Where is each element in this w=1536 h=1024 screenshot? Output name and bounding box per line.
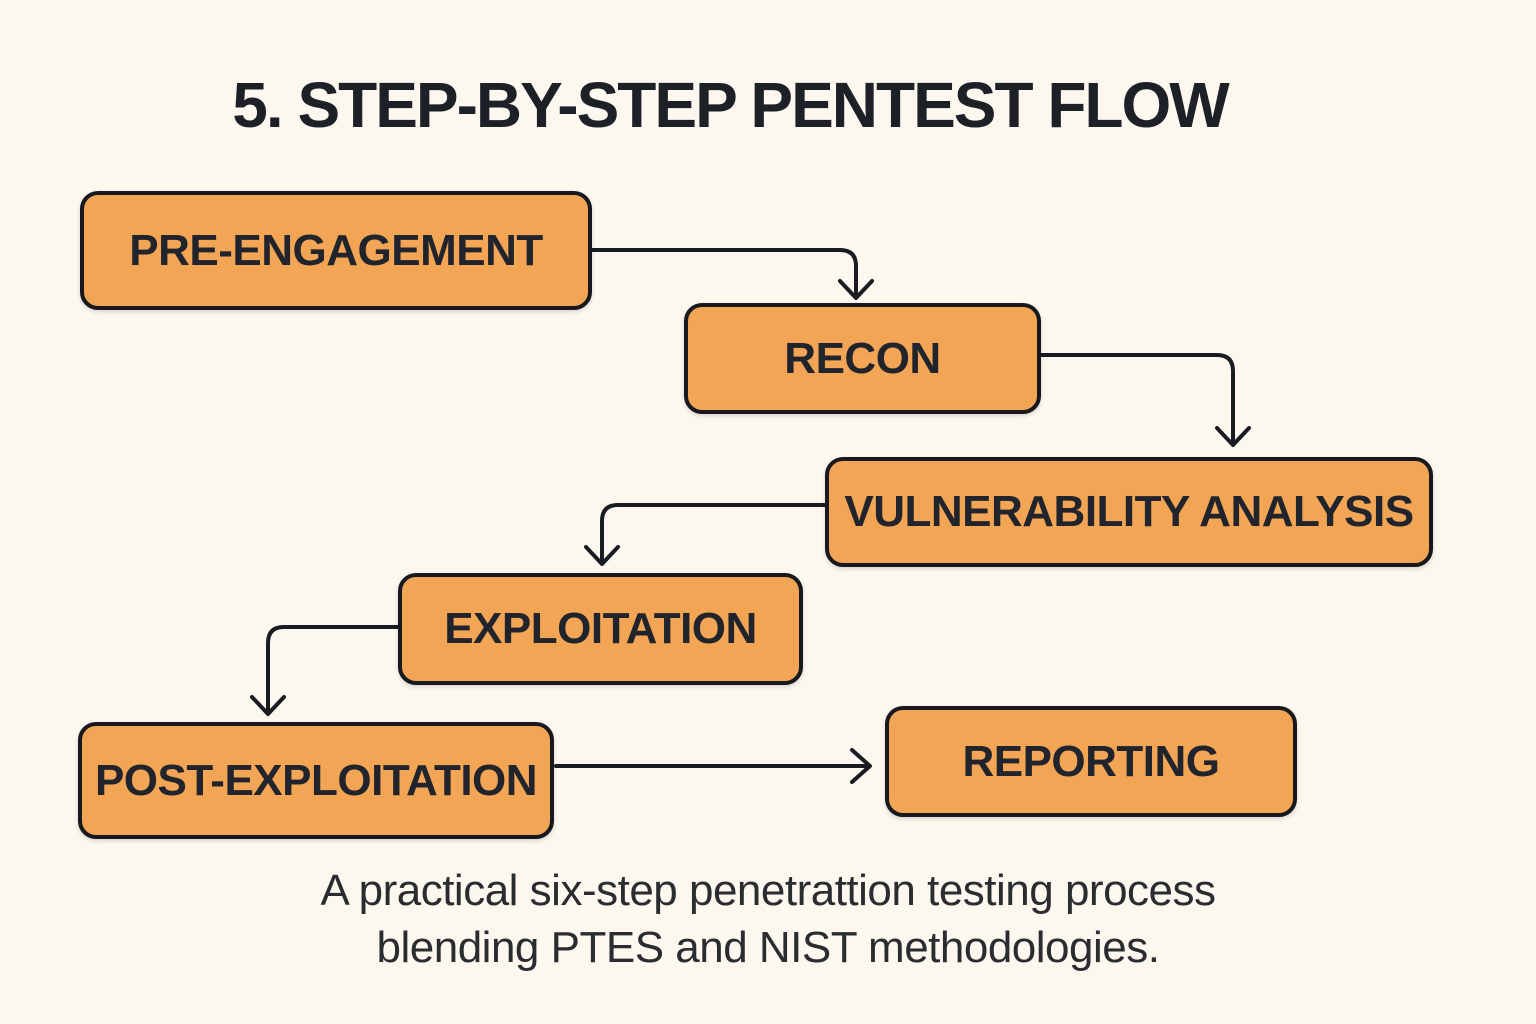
- diagram-caption: A practical six-step penetrattion testin…: [0, 862, 1536, 976]
- node-vulnerability-analysis-label: VULNERABILITY ANALYSIS: [844, 487, 1414, 536]
- diagram-title: 5. STEP-BY-STEP PENTEST FLOW: [232, 69, 1229, 141]
- arrow-vulnerability-analysis-to-exploitation: [584, 503, 831, 566]
- caption-line-2: blending PTES and NIST methodologies.: [376, 923, 1160, 972]
- node-pre-engagement-label: PRE-ENGAGEMENT: [129, 225, 543, 275]
- arrow-post-exploitation-to-reporting: [554, 748, 872, 784]
- node-reporting: REPORTING: [885, 706, 1297, 817]
- arrow-recon-to-vulnerability-analysis: [1039, 353, 1251, 447]
- node-exploitation-label: EXPLOITATION: [444, 604, 757, 653]
- node-recon-label: RECON: [784, 333, 941, 383]
- node-post-exploitation: POST-EXPLOITATION: [78, 722, 554, 839]
- arrow-exploitation-to-post-exploitation: [250, 625, 402, 716]
- caption-line-1: A practical six-step penetrattion testin…: [320, 866, 1216, 915]
- node-reporting-label: REPORTING: [962, 736, 1220, 786]
- node-vulnerability-analysis: VULNERABILITY ANALYSIS: [825, 457, 1433, 567]
- arrow-pre-engagement-to-recon: [590, 248, 874, 300]
- node-exploitation: EXPLOITATION: [398, 573, 803, 685]
- node-pre-engagement: PRE-ENGAGEMENT: [80, 191, 592, 310]
- node-recon: RECON: [684, 303, 1041, 414]
- node-post-exploitation-label: POST-EXPLOITATION: [94, 755, 538, 805]
